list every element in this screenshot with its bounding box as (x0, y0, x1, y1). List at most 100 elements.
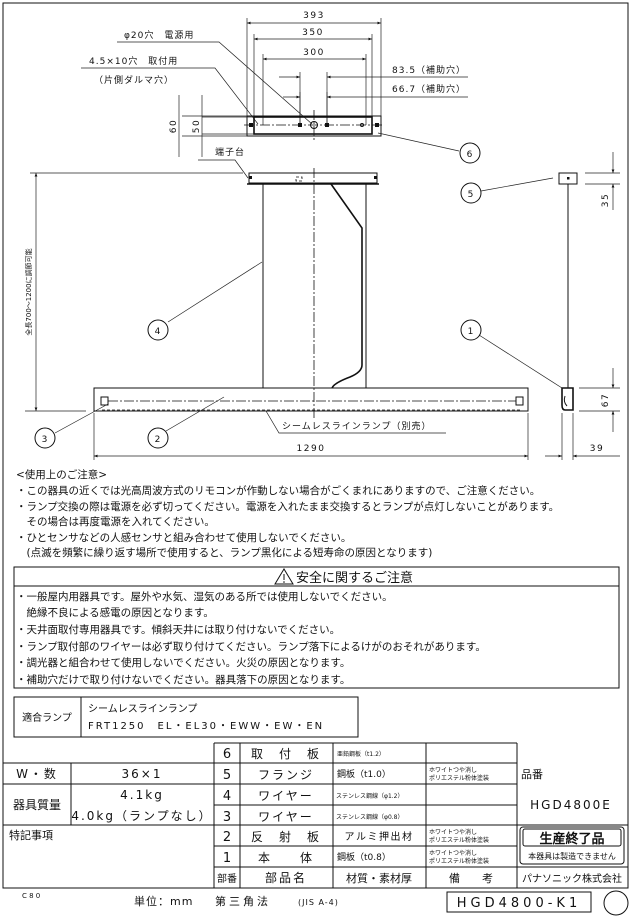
revision-circle (603, 890, 629, 916)
usage-notes-title: <使用上のご注意> (16, 468, 107, 481)
header-remarks: 備 考 (449, 872, 493, 885)
footer: C 8 0 単位：mm 第三角法 (JIS A-4) HGD4800-K1 (22, 890, 629, 916)
part-remark: ホワイトつや消し (429, 849, 477, 857)
flange (248, 172, 378, 184)
header-material: 材質・素材厚 (346, 871, 412, 885)
callout-4-number: 4 (155, 327, 162, 337)
part-material: 鋼板（t1.0） (337, 768, 391, 780)
callout-3-number: 3 (42, 435, 49, 445)
part-number: 6 (223, 747, 231, 762)
part-material: 鋼板（t0.8） (337, 851, 391, 863)
callout-6-number: 6 (467, 150, 474, 160)
sheet-code: C 8 0 (22, 892, 40, 900)
part-material: ステンレス鋼線（φ0.8） (336, 813, 404, 821)
safety-note: ・補助穴だけで取り付けないでください。器具落下の原因となります。 (16, 673, 350, 686)
part-number: 4 (223, 789, 231, 804)
warning-triangle-icon (274, 568, 294, 585)
drawing-number-box (446, 891, 592, 913)
top-view: 393 350 300 83.5（補助穴） 66.7（補助穴） φ20穴 電源用… (81, 11, 481, 164)
part-number: 1 (223, 851, 231, 866)
part-name: 反 射 板 (251, 829, 321, 844)
mount-hole-note: （片側ダルマ穴） (94, 74, 174, 86)
part-row: 4 ワイヤー ステンレス鋼線（φ1.2） (223, 789, 404, 804)
safety-note: 絶縁不良による感電の原因となります。 (16, 606, 214, 619)
part-row: 5 フランジ 鋼板（t1.0） ホワイトつや消し ポリエステル粉体塗装 (223, 766, 489, 783)
part-remark: ホワイトつや消し (429, 766, 477, 774)
safety-title: 安全に関するご注意 (296, 570, 413, 586)
weight-label: 器具質量 (13, 797, 61, 812)
part-row: 1 本 体 鋼板（t0.8） ホワイトつや消し ポリエステル粉体塗装 (223, 849, 489, 866)
lamp-socket-left (100, 396, 109, 406)
safety-note: ・一般屋内用器具です。屋外や水気、湿気のある所では使用しないでください。 (16, 590, 393, 603)
part-row: 2 反 射 板 アルミ押出材 ホワイトつや消し ポリエステル粉体塗装 (223, 828, 489, 845)
notes-label: 特記事項 (9, 828, 53, 842)
part-material: 亜鉛鋼板（t1.2） (337, 750, 385, 758)
wattage-label: W・数 (16, 766, 58, 781)
sheet-frame (2, 2, 629, 889)
dimension-35-label: 35 (601, 193, 611, 207)
product-number: HGD4800E (530, 798, 612, 812)
usage-note: ・ランプ交換の際は電源を必ず切ってください。電源を入れたまま交換するとランプが点… (16, 500, 559, 513)
compatible-lamp-box: 適合ランプ シームレスラインランプ FRT1250 EL・EL30・EWW・EW… (13, 696, 359, 738)
header-part-number: 部番 (217, 872, 237, 885)
unit-label: 単位：mm (134, 894, 193, 908)
dimension-300-label: 300 (303, 48, 325, 58)
weight-value: 4.1kg (120, 788, 164, 802)
safety-note: ・天井面取付専用器具です。傾斜天井には取り付けないでください。 (16, 623, 340, 636)
side-view: 5 1 35 67 39 (460, 152, 620, 460)
usage-note: (点滅を頻繁に繰り返す場所で使用すると、ランプ黒化による短寿命の原因となります) (16, 546, 432, 559)
part-material: ステンレス鋼線（φ1.2） (336, 792, 404, 800)
reflector-body (93, 387, 529, 412)
part-name: ワイヤー (258, 810, 314, 824)
callout-2-number: 2 (155, 435, 162, 445)
callout-4 (147, 319, 169, 341)
part-name: 本 体 (258, 851, 314, 865)
part-name: フランジ (258, 768, 314, 782)
callout-6 (459, 142, 481, 164)
part-name: 取 付 板 (251, 747, 321, 761)
power-cord (330, 183, 363, 389)
mount-hole-label: 4.5×10穴 取付用 (89, 55, 178, 67)
terminal-block-label: 端子台 (215, 146, 245, 158)
lamp-label: シームレスラインランプ（別売） (282, 420, 431, 432)
dimension-1290-label: 1290 (297, 444, 326, 454)
callout-5-number: 5 (468, 190, 475, 200)
stamp-title: 生産終了品 (539, 831, 604, 847)
dimension-350-label: 350 (302, 28, 324, 38)
product-number-label: 品番 (521, 768, 543, 781)
stamp-note: 本器具は製造できません (528, 851, 616, 861)
aux-hole-66-label: 66.7（補助穴） (392, 83, 466, 95)
part-remark: ポリエステル粉体塗装 (429, 774, 489, 782)
power-hole (310, 121, 318, 129)
part-number: 5 (223, 768, 231, 783)
dimension-50-label: 50 (192, 119, 202, 133)
side-body (561, 387, 574, 411)
callout-3 (34, 427, 56, 449)
weight-no-lamp-value: 4.0kg（ランプなし） (71, 809, 212, 823)
callout-5 (460, 182, 482, 204)
callout-1 (460, 319, 482, 341)
compatible-lamp-name: シームレスラインランプ (88, 703, 197, 715)
usage-note: その場合は再度電源を入れてください。 (16, 515, 215, 528)
dimension-67-label: 67 (601, 393, 611, 407)
drawing-number: HGD4800-K1 (457, 896, 581, 911)
part-material: アルミ押出材 (345, 830, 414, 843)
callout-2 (147, 427, 169, 449)
power-hole-label: φ20穴 電源用 (124, 29, 194, 41)
projection-label: 第三角法 (215, 894, 271, 908)
front-view: 端子台 全長700～1200に調節可能 4 3 2 (24, 146, 529, 460)
parts-table: W・数 36×1 器具質量 4.1kg 4.0kg（ランプなし） 特記事項 6 … (3, 742, 628, 888)
safety-box: 安全に関するご注意 ・一般屋内用器具です。屋外や水気、湿気のある所では使用しない… (13, 566, 620, 689)
part-name: ワイヤー (258, 789, 314, 803)
company-name: パナソニック株式会社 (522, 872, 622, 885)
usage-note: ・ひとセンサなどの人感センサと組み合わせて使用しないでください。 (16, 531, 351, 544)
compatible-lamp-models: FRT1250 EL・EL30・EWW・EW・EN (88, 721, 324, 732)
usage-notes: <使用上のご注意> ・この器具の近くでは光高周波方式のリモコンが作動しない場合が… (16, 468, 559, 559)
part-remark: ポリエステル粉体塗装 (429, 857, 489, 865)
lamp-socket-right (515, 396, 524, 406)
part-row: 3 ワイヤー ステンレス鋼線（φ0.8） (223, 810, 404, 825)
length-range-label: 全長700～1200に調節可能 (24, 248, 33, 335)
part-number: 2 (223, 830, 231, 845)
dimension-60-label: 60 (169, 119, 179, 133)
